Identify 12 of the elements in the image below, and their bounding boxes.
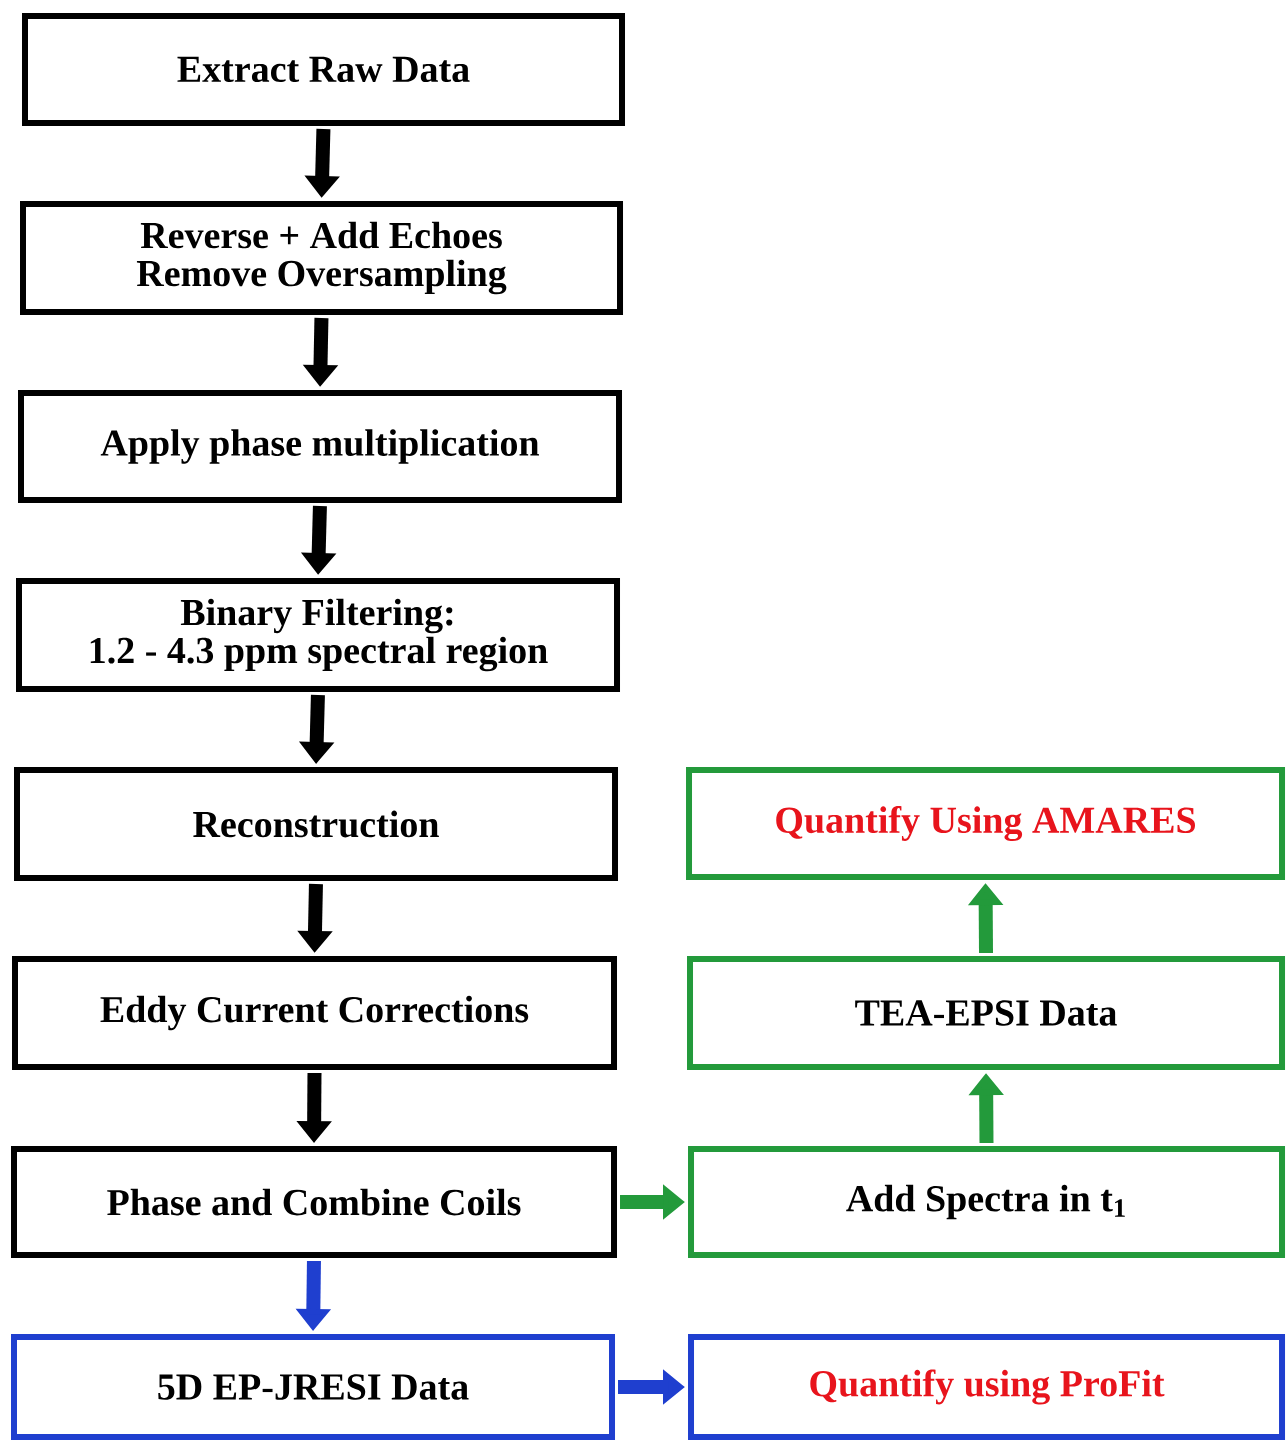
process-box: TEA-EPSI Data xyxy=(687,956,1285,1070)
process-box: 5D EP-JRESI Data xyxy=(11,1334,615,1440)
process-box: Apply phase multiplication xyxy=(18,390,622,503)
process-box: Quantify Using AMARES xyxy=(686,767,1285,880)
process-box: Extract Raw Data xyxy=(22,13,625,126)
process-box: Eddy Current Corrections xyxy=(12,956,617,1070)
process-box: Reverse + Add Echoes Remove Oversampling xyxy=(20,201,623,315)
process-box: Quantify using ProFit xyxy=(688,1334,1285,1440)
process-box: Add Spectra in t$_{1}$ xyxy=(688,1146,1285,1258)
process-box: Reconstruction xyxy=(14,767,618,881)
process-box: Phase and Combine Coils xyxy=(11,1146,617,1258)
process-box: Binary Filtering: 1.2 - 4.3 ppm spectral region xyxy=(16,578,620,692)
